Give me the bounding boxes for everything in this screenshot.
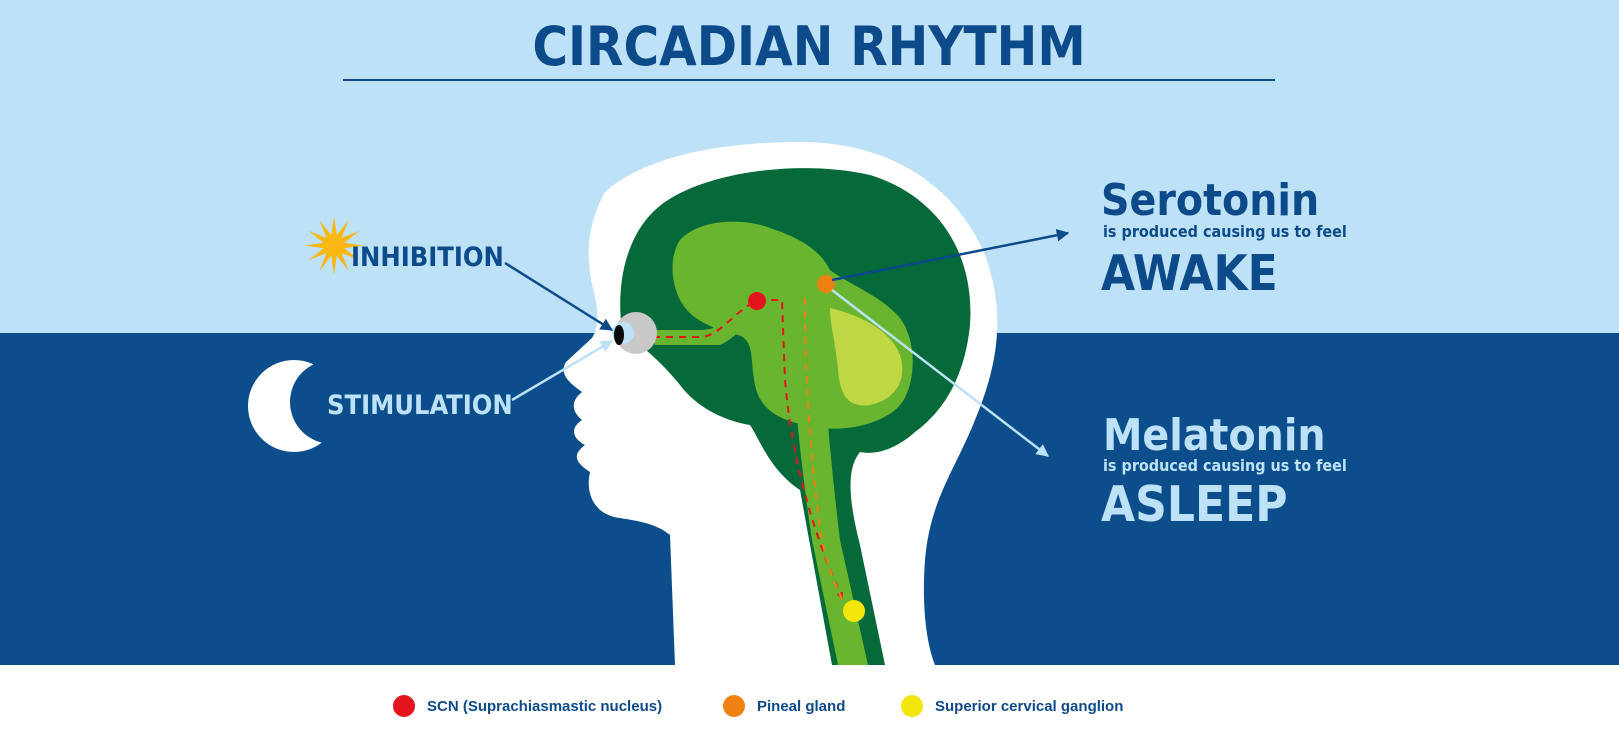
ganglion-legend-marker (901, 695, 923, 717)
melatonin-caption: is produced causing us to feel (1103, 456, 1347, 475)
sun-icon (304, 216, 364, 275)
optic-nerve (650, 292, 770, 345)
moon-icon (248, 360, 374, 452)
legend-item-scn: SCN (Suprachiasmastic nucleus) (393, 695, 662, 717)
legend-label: Pineal gland (757, 697, 846, 715)
eye-icon (612, 312, 657, 354)
neural-pathway-orange (804, 297, 847, 609)
legend-item-pineal: Pineal gland (723, 695, 845, 717)
neural-pathway-red (640, 299, 843, 600)
melatonin-arrow (831, 289, 1049, 457)
serotonin-arrow (831, 229, 1070, 282)
legend-label: Superior cervical ganglion (935, 697, 1124, 715)
cervical-ganglion-marker (843, 600, 865, 622)
legend-label: SCN (Suprachiasmastic nucleus) (427, 697, 663, 715)
pineal-legend-marker (723, 695, 745, 717)
serotonin-name: Serotonin (1101, 175, 1319, 226)
asleep-state: ASLEEP (1101, 476, 1288, 533)
inhibition-label: INHIBITION (351, 242, 504, 273)
melatonin-name: Melatonin (1103, 410, 1326, 461)
awake-state: AWAKE (1101, 245, 1278, 302)
stimulation-arrow (511, 339, 614, 402)
cerebellum (830, 308, 903, 406)
spinal-cord (790, 300, 868, 665)
legend-item-ganglion: Superior cervical ganglion (901, 695, 1123, 717)
serotonin-caption: is produced causing us to feel (1103, 222, 1347, 241)
scn-legend-marker (393, 695, 415, 717)
legend-background (0, 665, 1619, 748)
stimulation-label: STIMULATION (327, 390, 513, 421)
inhibition-arrow (504, 261, 614, 332)
page-title: CIRCADIAN RHYTHM (532, 15, 1085, 78)
pineal-gland-marker (817, 275, 835, 293)
legend: SCN (Suprachiasmastic nucleus) Pineal gl… (0, 665, 1619, 748)
scn-marker (748, 292, 766, 310)
